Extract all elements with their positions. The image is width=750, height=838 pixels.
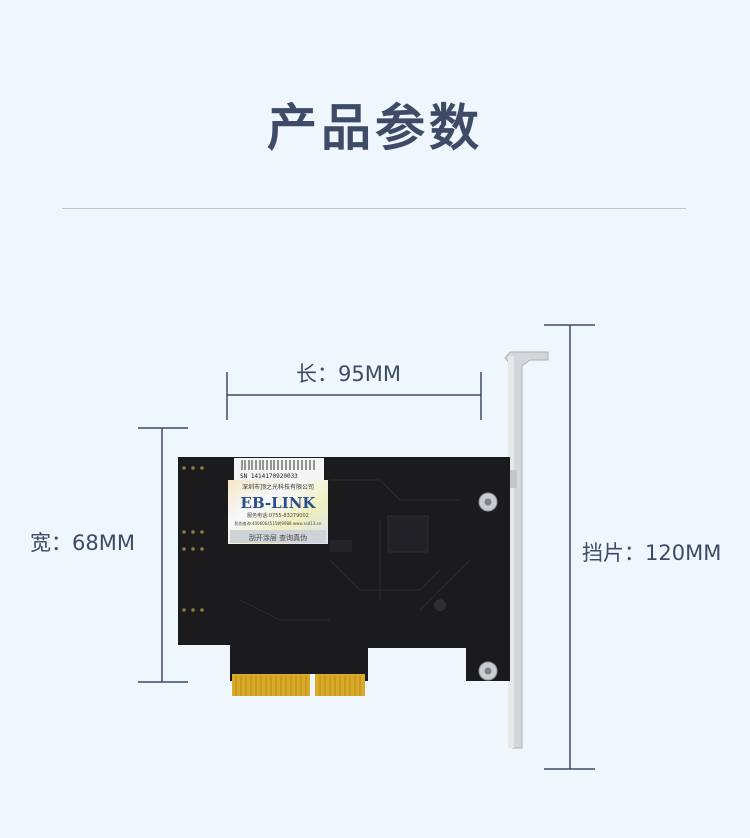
metal-bracket: [504, 351, 549, 749]
serial-number: SN 1414170920033: [240, 473, 298, 480]
verify-text: 防伪查询:4006064515转9988 www.ssd13.cn: [235, 520, 322, 526]
page-title: 产品参数: [267, 99, 483, 157]
bracket-dimension-line: [544, 324, 595, 770]
length-dimension-line: [226, 372, 482, 420]
serial-label: SN 1414170920033: [234, 458, 324, 480]
company-name: 深圳市顶之光科技有限公司: [242, 483, 314, 491]
brand-logo: EB-LINK: [241, 494, 317, 512]
anti-fake-text: 刮开涂层 查询真伪: [249, 533, 307, 542]
bracket-label: 挡片：120MM: [582, 541, 722, 565]
service-phone: 服务电话:0755-83279002: [247, 512, 309, 519]
width-dimension-line: [138, 427, 188, 683]
length-label: 长：95MM: [296, 362, 401, 386]
title-divider: [62, 208, 686, 209]
width-label: 宽：68MM: [30, 531, 135, 555]
gold-fingers: [232, 674, 365, 696]
pcb-board: [178, 457, 510, 681]
brand-sticker: 深圳市顶之光科技有限公司 EB-LINK 服务电话:0755-83279002 …: [228, 480, 328, 544]
